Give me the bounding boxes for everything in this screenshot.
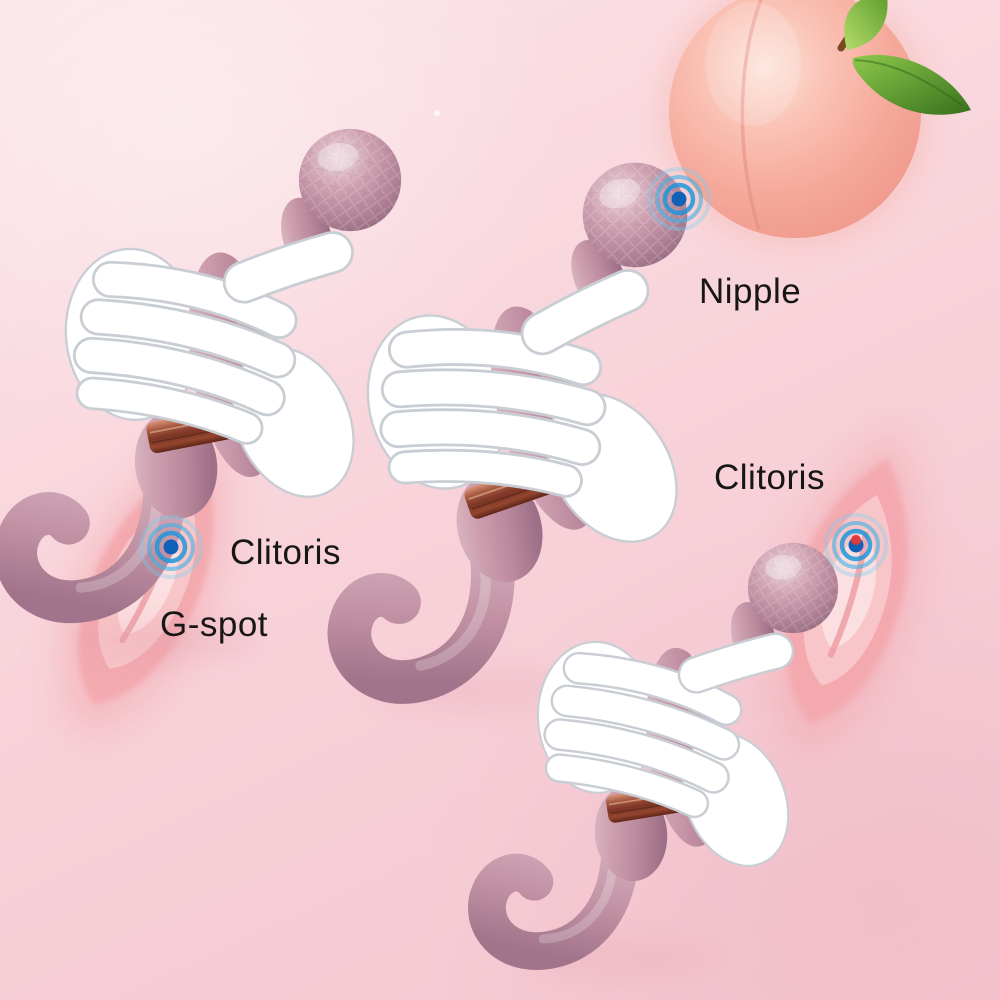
label-nipple: Nipple [699, 272, 802, 311]
soft-shadow [70, 620, 260, 660]
peach-crease [740, 0, 763, 231]
vibration-ripple-icon-left [141, 517, 201, 577]
label-clitoris-left: Clitoris [230, 533, 341, 572]
peach-leaf-top [844, 0, 888, 50]
wand-with-hand-middle [339, 153, 715, 692]
red-dot-icon [851, 535, 861, 545]
sparkle-dot [434, 110, 440, 116]
label-clitoris-right: Clitoris [714, 458, 825, 497]
peach-illustration [661, 0, 971, 246]
label-g-spot: G-spot [160, 605, 269, 644]
vibration-ripple-icon-middle [649, 169, 709, 229]
peach-leaf-right [852, 54, 971, 115]
